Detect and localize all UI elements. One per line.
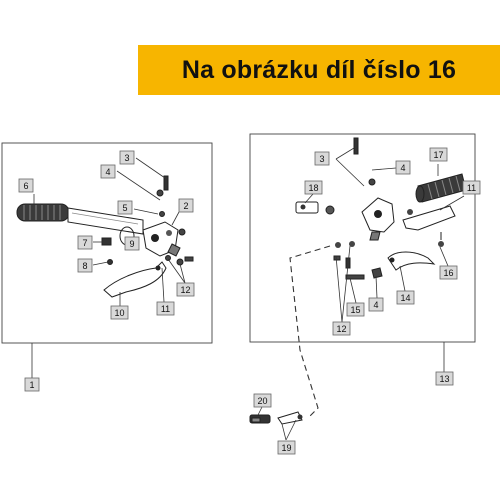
part-label-box xyxy=(178,198,194,213)
part-label-r16: 16 xyxy=(439,265,458,280)
part-label-r17: 17 xyxy=(429,147,448,162)
small-parts-right xyxy=(295,137,383,280)
part-label-number: 12 xyxy=(180,285,190,295)
left-lever-bracket xyxy=(142,221,181,257)
part-label-l2: 2 xyxy=(178,198,194,213)
right-brake-lever xyxy=(387,251,436,271)
right-lever-bracket xyxy=(361,197,413,241)
part-label-number: 7 xyxy=(82,238,87,248)
part-label-box xyxy=(439,265,458,280)
part-label-box xyxy=(77,235,93,250)
part-label-r3: 3 xyxy=(314,151,330,166)
part-label-number: 20 xyxy=(257,396,267,406)
part-label-number: 8 xyxy=(82,261,87,271)
small-parts-left xyxy=(101,175,194,266)
part-label-l6: 6 xyxy=(18,178,34,193)
part-label-box xyxy=(332,321,351,336)
part-label-number: 11 xyxy=(161,304,170,314)
part-label-number: 6 xyxy=(23,181,28,191)
part-label-r13: 13 xyxy=(435,371,454,386)
part-label-number: 18 xyxy=(308,183,318,193)
part-label-box xyxy=(435,371,454,386)
part-label-number: 16 xyxy=(443,268,453,278)
banner-text: Na obrázku díl číslo 16 xyxy=(181,55,457,84)
part-label-r15: 15 xyxy=(346,302,365,317)
title-banner: Na obrázku díl číslo 16 xyxy=(138,45,500,95)
part-label-l11: 11 xyxy=(156,301,175,316)
part-label-number: 11 xyxy=(467,183,476,193)
part-label-l9: 9 xyxy=(124,236,140,251)
part-label-number: 5 xyxy=(122,203,127,213)
part-label-box xyxy=(368,297,384,312)
part-label-box xyxy=(253,393,272,408)
part-label-number: 1 xyxy=(29,380,34,390)
part-label-r18: 18 xyxy=(304,180,323,195)
part-label-l5: 5 xyxy=(117,200,133,215)
left-grip xyxy=(16,203,70,222)
part-label-box xyxy=(156,301,175,316)
right-leader-lines xyxy=(257,147,465,441)
part-label-l1: 1 xyxy=(24,377,40,392)
part-label-box xyxy=(395,160,411,175)
part-label-number: 13 xyxy=(439,374,449,384)
part-label-box xyxy=(24,377,40,392)
part-label-r12: 12 xyxy=(332,321,351,336)
part-label-l3: 3 xyxy=(119,150,135,165)
part-label-number: 10 xyxy=(114,308,124,318)
part-label-box xyxy=(18,178,34,193)
part-label-l4: 4 xyxy=(100,164,116,179)
part-label-number: 15 xyxy=(350,305,360,315)
part-label-box xyxy=(124,236,140,251)
part-label-box xyxy=(100,164,116,179)
part-label-number: 17 xyxy=(433,150,443,160)
part-label-number: 4 xyxy=(373,300,378,310)
part-label-l8: 8 xyxy=(77,258,93,273)
part-label-box xyxy=(304,180,323,195)
part-label-box xyxy=(314,151,330,166)
left-brake-lever xyxy=(103,261,167,298)
part-label-box xyxy=(110,305,129,320)
part-label-box xyxy=(176,282,195,297)
part-label-l10: 10 xyxy=(110,305,129,320)
part-label-number: 4 xyxy=(105,167,110,177)
part-label-number: 14 xyxy=(400,293,410,303)
part-label-number: 2 xyxy=(183,201,188,211)
part-label-l7: 7 xyxy=(77,235,93,250)
part-label-box xyxy=(429,147,448,162)
part-label-number: 19 xyxy=(281,443,291,453)
part-label-r4b: 4 xyxy=(368,297,384,312)
part-label-r4: 4 xyxy=(395,160,411,175)
part-label-l12: 12 xyxy=(176,282,195,297)
part-label-box xyxy=(119,150,135,165)
part-label-box xyxy=(346,302,365,317)
cable-dashed-line xyxy=(289,245,331,417)
part-label-r11: 11 xyxy=(462,180,481,195)
part-label-number: 3 xyxy=(124,153,129,163)
part-label-box xyxy=(117,200,133,215)
part-label-box xyxy=(277,440,296,455)
left-leader-lines xyxy=(31,157,186,378)
part-label-number: 3 xyxy=(319,154,324,164)
part-label-number: 9 xyxy=(129,239,134,249)
part-label-box xyxy=(462,180,481,195)
part-label-r20: 20 xyxy=(253,393,272,408)
part-label-box xyxy=(396,290,415,305)
part-label-r19: 19 xyxy=(277,440,296,455)
part-label-number: 4 xyxy=(400,163,405,173)
part-label-box xyxy=(77,258,93,273)
part-label-r14: 14 xyxy=(396,290,415,305)
cable-end-parts xyxy=(249,411,303,425)
part-label-number: 12 xyxy=(336,324,346,334)
